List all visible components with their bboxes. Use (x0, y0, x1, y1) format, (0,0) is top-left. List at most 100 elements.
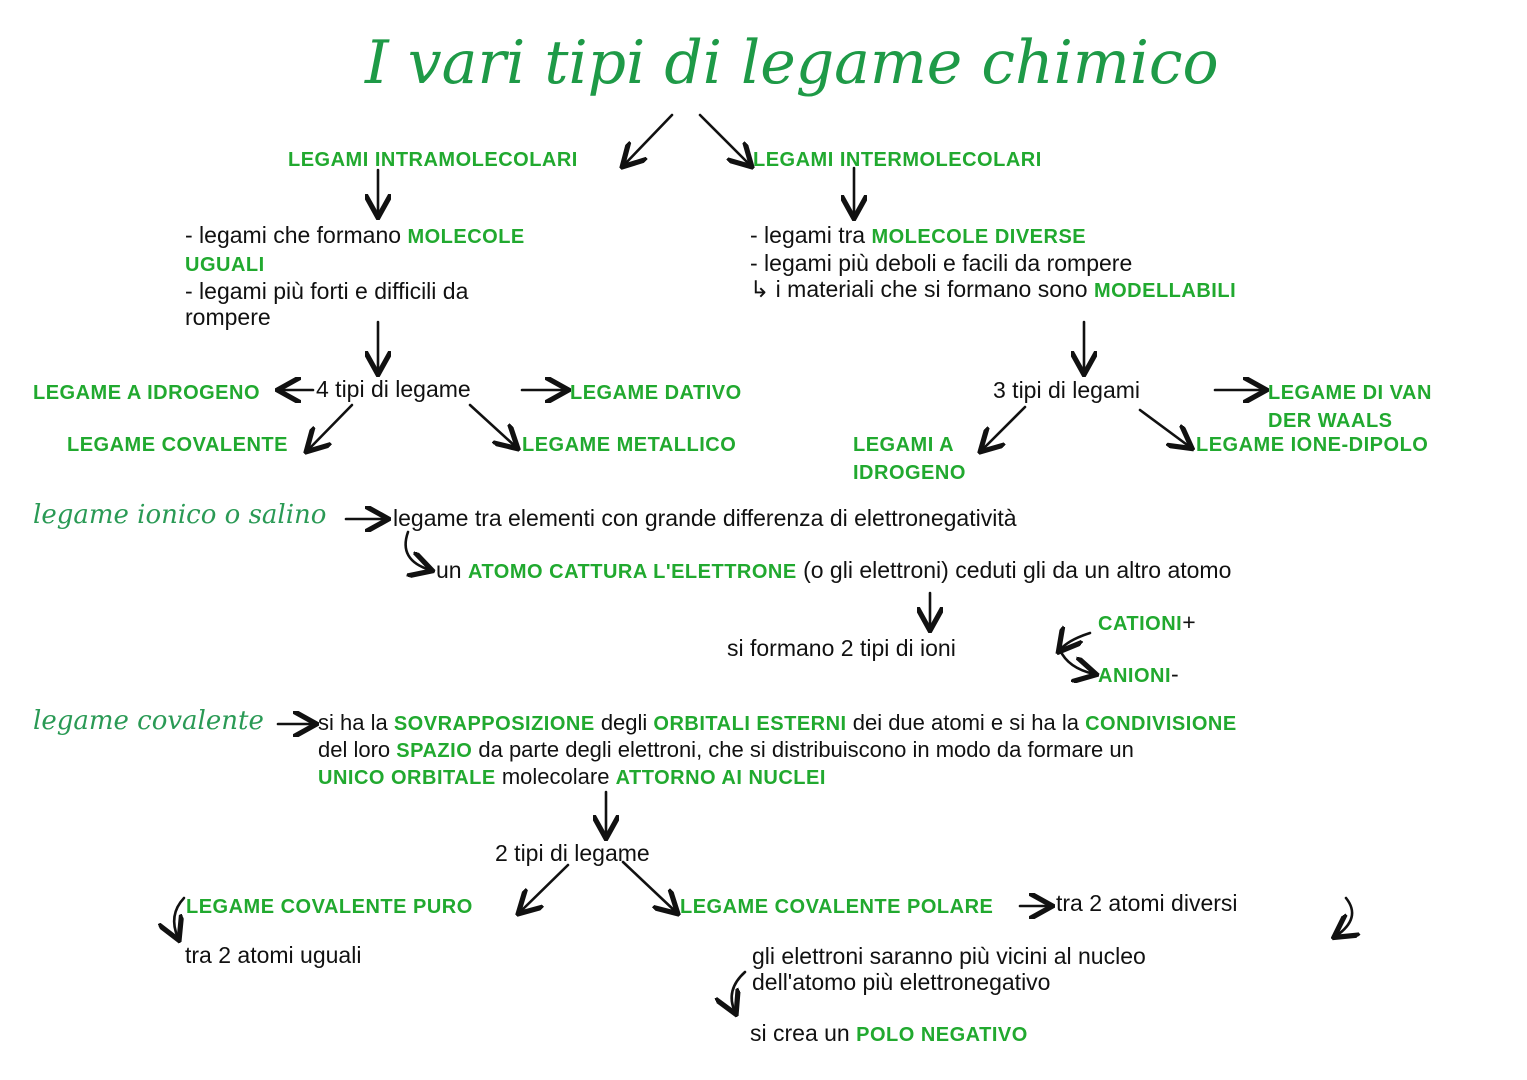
keyword-text: ANIONI (1098, 665, 1171, 687)
text-segment: - (1171, 661, 1179, 687)
keyword-text: ATTORNO AI NUCLEI (615, 767, 826, 789)
keyword-text: LEGAMI INTERMOLECOLARI (753, 149, 1042, 171)
text-line: ANIONI- (1098, 661, 1179, 689)
text-segment: si ha la (318, 710, 394, 735)
cations-node: CATIONI+ (1098, 609, 1196, 637)
hydrogen-bond-node: LEGAME A IDROGENO (33, 378, 260, 406)
keyword-text: LEGAME DATIVO (570, 382, 742, 404)
intramolecular-description: - legami che formano MOLECOLE UGUALI- le… (185, 222, 525, 330)
keyword-text: UNICO ORBITALE (318, 767, 496, 789)
arrow (404, 530, 430, 570)
covalent-bond-label: legame covalente (33, 706, 264, 736)
pure-covalent-node: LEGAME COVALENTE PURO (186, 892, 473, 920)
keyword-text: POLO NEGATIVO (856, 1024, 1028, 1046)
text-line: si crea un POLO NEGATIVO (750, 1020, 1028, 1048)
arrow (174, 896, 186, 938)
text-line: - legami tra MOLECOLE DIVERSE (750, 222, 1236, 250)
arrow (624, 113, 674, 165)
keyword-text: LEGAME COVALENTE PURO (186, 896, 473, 918)
keyword-text: ORBITALI ESTERNI (653, 713, 847, 735)
text-segment: dei due atomi e si ha la (846, 710, 1086, 735)
keyword-text: MOLECOLE DIVERSE (871, 226, 1087, 248)
keyword-text: MOLECOLE (407, 226, 525, 248)
text-line: UGUALI (185, 250, 525, 278)
text-line: 2 tipi di legame (495, 840, 650, 866)
arrow (732, 970, 747, 1012)
text-segment: ↳ i materiali che si formano sono (750, 276, 1094, 302)
keyword-text: LEGAMI A (853, 434, 955, 456)
ionic-bond-detail: un ATOMO CATTURA L'ELETTRONE (o gli elet… (436, 557, 1231, 585)
arrow (1060, 633, 1092, 650)
text-line: LEGAMI A (853, 430, 966, 458)
covalent-bond-definition: si ha la SOVRAPPOSIZIONE degli ORBITALI … (318, 710, 1237, 791)
text-segment: 2 tipi di legame (495, 840, 650, 866)
metallic-bond-node: LEGAME METALLICO (522, 430, 736, 458)
text-line: LEGAME A IDROGENO (33, 378, 260, 406)
three-types-label: 3 tipi di legami (993, 377, 1140, 403)
text-line: LEGAMI INTRAMOLECOLARI (288, 145, 578, 173)
text-line: LEGAME COVALENTE POLARE (680, 892, 993, 920)
page-title: I vari tipi di legame chimico (365, 28, 1219, 98)
text-line: LEGAME COVALENTE (67, 430, 288, 458)
text-line: del loro SPAZIO da parte degli elettroni… (318, 737, 1237, 764)
text-line: - legami che formano MOLECOLE (185, 222, 525, 250)
text-line: CATIONI+ (1098, 609, 1196, 637)
text-segment: molecolare (495, 764, 616, 789)
arrow (1138, 408, 1190, 447)
text-line: un ATOMO CATTURA L'ELETTRONE (o gli elet… (436, 557, 1231, 585)
keyword-text: LEGAME DI VAN (1268, 382, 1432, 404)
arrow (520, 863, 570, 912)
arrow (468, 403, 516, 447)
keyword-text: MODELLABILI (1093, 280, 1237, 302)
keyword-text: LEGAME COVALENTE (67, 434, 288, 456)
keyword-text: DER WAALS (1268, 410, 1393, 432)
text-segment: da parte degli elettroni, che si distrib… (472, 737, 1134, 762)
ionic-bond-definition: legame tra elementi con grande differenz… (393, 505, 1017, 531)
text-segment: gli elettroni saranno più vicini al nucl… (752, 943, 1146, 969)
text-line: - legami più forti e difficili da (185, 278, 525, 304)
text-line: DER WAALS (1268, 406, 1432, 434)
text-line: LEGAME IONE-DIPOLO (1196, 430, 1428, 458)
text-line: si ha la SOVRAPPOSIZIONE degli ORBITALI … (318, 710, 1237, 737)
text-segment: dell'atomo più elettronegativo (752, 969, 1051, 995)
arrow (1058, 648, 1094, 674)
keyword-text: LEGAME A IDROGENO (33, 382, 261, 404)
text-segment: rompere (185, 304, 271, 330)
text-segment: si formano 2 tipi di ioni (727, 635, 956, 661)
anions-node: ANIONI- (1098, 661, 1179, 689)
ion-types-label: si formano 2 tipi di ioni (727, 635, 956, 661)
four-types-label: 4 tipi di legame (316, 376, 471, 402)
text-segment: 3 tipi di legami (993, 377, 1141, 403)
arrow (621, 860, 676, 912)
text-line: - legami più deboli e facili da rompere (750, 250, 1236, 276)
text-segment: tra 2 atomi diversi (1056, 890, 1238, 916)
keyword-text: IDROGENO (853, 462, 966, 484)
polar-covalent-description: tra 2 atomi diversi (1056, 890, 1238, 916)
keyword-text: ATOMO CATTURA L'ELETTRONE (467, 561, 797, 583)
two-types-label: 2 tipi di legame (495, 840, 650, 866)
keyword-text: LEGAME COVALENTE POLARE (680, 896, 994, 918)
dative-bond-node: LEGAME DATIVO (570, 378, 742, 406)
text-line: 3 tipi di legami (993, 377, 1140, 403)
van-der-waals-node: LEGAME DI VAN DER WAALS (1268, 378, 1432, 434)
arrow (698, 113, 750, 165)
text-segment: (o gli elettroni) ceduti gli da un altro… (796, 557, 1232, 583)
pure-covalent-description: tra 2 atomi uguali (185, 942, 361, 968)
text-line: dell'atomo più elettronegativo (752, 969, 1146, 995)
ion-dipole-node: LEGAME IONE-DIPOLO (1196, 430, 1428, 458)
text-segment: tra 2 atomi uguali (185, 942, 362, 968)
covalent-bond-node: LEGAME COVALENTE (67, 430, 288, 458)
arrow (982, 405, 1027, 450)
intermolecular-heading: LEGAMI INTERMOLECOLARI (753, 145, 1042, 173)
text-line: si formano 2 tipi di ioni (727, 635, 956, 661)
keyword-text: LEGAME METALLICO (522, 434, 737, 456)
ionic-bond-label: legame ionico o salino (33, 500, 327, 530)
text-line: LEGAME DATIVO (570, 378, 742, 406)
text-segment: legame tra elementi con grande differenz… (393, 505, 1017, 531)
text-line: gli elettroni saranno più vicini al nucl… (752, 943, 1146, 969)
text-segment: 4 tipi di legame (316, 376, 471, 402)
intramolecular-heading: LEGAMI INTRAMOLECOLARI (288, 145, 578, 173)
text-segment: si crea un (750, 1020, 857, 1046)
text-segment: - legami più deboli e facili da rompere (750, 250, 1133, 276)
